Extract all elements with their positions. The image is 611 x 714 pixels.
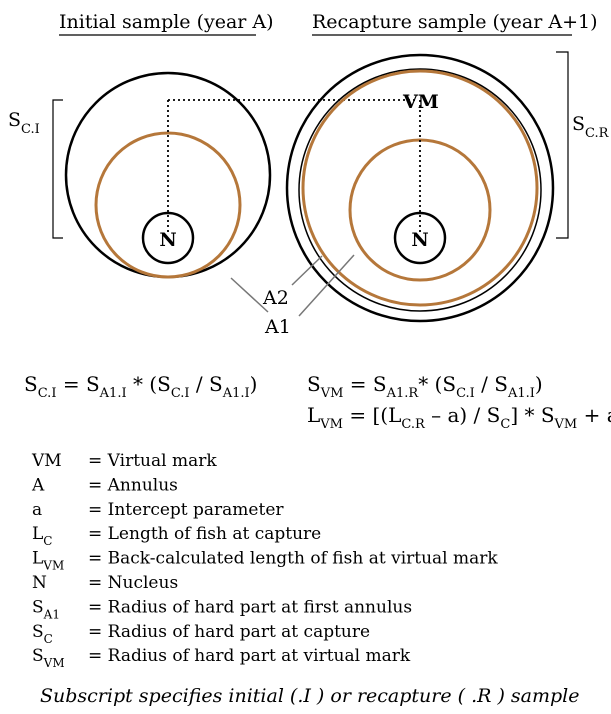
glossary-symbol: a bbox=[32, 500, 42, 520]
glossary-definition: = Length of fish at capture bbox=[88, 524, 321, 544]
glossary-definition: = Nucleus bbox=[88, 573, 178, 593]
glossary-symbol: SC bbox=[32, 622, 53, 646]
recapture-sample-title: Recapture sample (year A+1) bbox=[312, 11, 598, 33]
initial-sample-title: Initial sample (year A) bbox=[59, 11, 274, 33]
equation-sci: SC.I = SA1.I * (SC.I / SA1.I) bbox=[24, 372, 257, 401]
glossary-definition: = Radius of hard part at capture bbox=[88, 622, 370, 642]
a1-leader-line-left bbox=[230, 277, 269, 313]
a1-leader-line-right bbox=[298, 254, 355, 317]
scr-bracket bbox=[556, 51, 569, 239]
recapture-outer-edge bbox=[285, 53, 555, 323]
initial-annulus-a1 bbox=[94, 131, 242, 279]
glossary-symbol: N bbox=[32, 573, 47, 593]
sci-bracket bbox=[52, 99, 63, 239]
scr-label: SC.R bbox=[572, 113, 610, 141]
glossary-symbol: SA1 bbox=[32, 597, 60, 621]
recapture-annulus-a2 bbox=[301, 69, 539, 307]
glossary-symbol: VM bbox=[31, 451, 62, 471]
glossary-symbol: LC bbox=[32, 524, 52, 548]
glossary-definition: = Radius of hard part at first annulus bbox=[88, 597, 412, 617]
glossary-symbol: A bbox=[31, 475, 45, 495]
glossary-definition: = Intercept parameter bbox=[88, 500, 284, 520]
glossary-definition: = Virtual mark bbox=[88, 451, 217, 471]
glossary-symbol: LVM bbox=[32, 549, 64, 573]
nucleus-label-recapture: N bbox=[411, 229, 428, 251]
virtual-mark-label: VM bbox=[402, 91, 439, 113]
sci-label: SC.I bbox=[8, 109, 40, 137]
equation-lvm: LVM = [(LC.R – a) / SC] * SVM + a bbox=[307, 403, 611, 432]
subscript-footnote: Subscript specifies initial (.I ) or rec… bbox=[40, 685, 580, 707]
recapture-edge-inner-line bbox=[298, 68, 542, 312]
a2-label: A2 bbox=[262, 287, 289, 309]
nucleus-label-initial: N bbox=[159, 229, 176, 251]
glossary-definition: = Radius of hard part at virtual mark bbox=[88, 646, 411, 666]
glossary-definition: = Back-calculated length of fish at virt… bbox=[88, 549, 498, 569]
initial-nucleus bbox=[141, 211, 195, 265]
glossary-symbol: SVM bbox=[32, 646, 65, 670]
equation-svm: SVM = SA1.R* (SC.I / SA1.I) bbox=[307, 372, 543, 401]
a2-leader-line bbox=[291, 255, 323, 286]
a1-label: A1 bbox=[264, 316, 291, 338]
recapture-nucleus bbox=[393, 211, 447, 265]
glossary-definition: = Annulus bbox=[88, 475, 178, 495]
